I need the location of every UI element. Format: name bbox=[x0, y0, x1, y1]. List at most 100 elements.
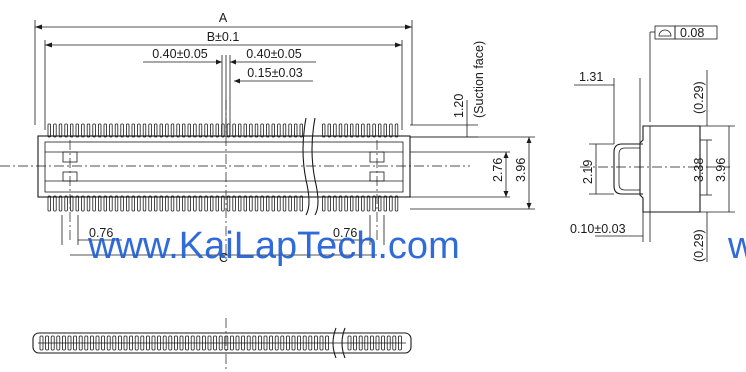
connector-pin bbox=[70, 123, 74, 138]
connector-pin bbox=[271, 123, 275, 138]
dim-label-2-19: 2.19 bbox=[581, 160, 595, 184]
upper-pin-row bbox=[47, 123, 399, 138]
connector-pin bbox=[159, 195, 163, 212]
connector-pin bbox=[271, 195, 275, 212]
connector-pin bbox=[53, 123, 57, 138]
flatness-value: 0.08 bbox=[680, 26, 704, 40]
connector-pin bbox=[364, 335, 369, 351]
connector-pin bbox=[204, 195, 208, 212]
connector-pin bbox=[98, 123, 102, 138]
connector-pin bbox=[349, 123, 354, 138]
connector-pin bbox=[193, 195, 197, 212]
connector-pin bbox=[288, 195, 292, 212]
connector-pin bbox=[198, 123, 203, 138]
connector-pin bbox=[215, 123, 219, 138]
connector-pin bbox=[372, 123, 376, 138]
connector-pin bbox=[366, 195, 371, 212]
connector-pin bbox=[70, 195, 74, 212]
connector-pin bbox=[397, 335, 402, 351]
connector-pin bbox=[131, 123, 135, 138]
connector-pin bbox=[249, 195, 253, 212]
connector-pin bbox=[86, 195, 91, 212]
dim-label-029-top: (0.29) bbox=[692, 81, 706, 114]
connector-pin bbox=[254, 195, 259, 212]
top-view: A B±0.1 0.40±0.05 0.40±0.05 0.15±0.03 bbox=[0, 11, 535, 265]
connector-pin bbox=[237, 195, 242, 212]
connector-pin bbox=[241, 335, 246, 351]
connector-pin bbox=[383, 123, 387, 138]
connector-pin bbox=[126, 195, 130, 212]
arrow-A-right bbox=[405, 24, 412, 30]
connector-pin bbox=[181, 195, 186, 212]
connector-pin bbox=[142, 123, 147, 138]
connector-pin bbox=[137, 195, 141, 212]
connector-pin bbox=[254, 123, 259, 138]
housing-inner bbox=[44, 141, 404, 193]
connector-pin bbox=[274, 335, 279, 351]
connector-pin bbox=[75, 123, 79, 138]
connector-pin bbox=[176, 123, 180, 138]
connector-pin bbox=[153, 123, 158, 138]
connector-pin bbox=[291, 335, 296, 351]
connector-pin bbox=[170, 123, 175, 138]
connector-pin bbox=[232, 195, 236, 212]
connector-pin bbox=[321, 123, 326, 138]
connector-pin bbox=[215, 195, 219, 212]
connector-pin bbox=[369, 335, 374, 351]
connector-pin bbox=[134, 335, 139, 351]
connector-pin bbox=[157, 335, 162, 351]
connector-pin bbox=[375, 335, 380, 351]
connector-pin bbox=[39, 335, 44, 351]
connector-pin bbox=[131, 195, 135, 212]
connector-pin bbox=[355, 195, 359, 212]
arrow-3-96-top bbox=[526, 137, 532, 143]
bottom-view-pin-row bbox=[39, 335, 402, 351]
connector-pin bbox=[198, 195, 203, 212]
connector-pin bbox=[114, 195, 119, 212]
connector-pin bbox=[45, 335, 49, 351]
connector-pin bbox=[187, 123, 191, 138]
connector-pin bbox=[142, 195, 147, 212]
connector-pin bbox=[392, 335, 397, 351]
connector-pin bbox=[168, 335, 173, 351]
connector-pin bbox=[353, 335, 358, 351]
arrow-3-96-bottom bbox=[526, 203, 532, 209]
dim-label-076-right: 0.76 bbox=[333, 226, 357, 240]
pitch-arrow-right bbox=[230, 59, 236, 65]
connector-pin bbox=[92, 123, 96, 138]
connector-pin bbox=[118, 335, 122, 351]
connector-pin bbox=[221, 123, 225, 138]
flatness-value-box bbox=[674, 25, 718, 40]
connector-pin bbox=[355, 123, 359, 138]
connector-pin bbox=[319, 335, 324, 351]
connector-pin bbox=[62, 335, 66, 351]
connector-pin bbox=[218, 335, 223, 351]
connector-pin bbox=[232, 123, 236, 138]
connector-pin bbox=[383, 195, 387, 212]
connector-pin bbox=[185, 335, 190, 351]
connector-pin bbox=[377, 195, 382, 212]
connector-pin bbox=[302, 335, 307, 351]
connector-pin bbox=[73, 335, 77, 351]
connector-pin bbox=[120, 195, 124, 212]
connector-pin bbox=[81, 123, 85, 138]
connector-pin bbox=[170, 195, 175, 212]
connector-pin bbox=[389, 123, 393, 138]
bottom-break-right bbox=[341, 327, 346, 359]
connector-pin bbox=[95, 335, 100, 351]
connector-pin bbox=[165, 123, 169, 138]
connector-pin bbox=[282, 195, 287, 212]
connector-pin bbox=[377, 123, 382, 138]
connector-pin bbox=[394, 123, 399, 138]
connector-pin bbox=[293, 195, 298, 212]
connector-pin bbox=[299, 195, 303, 212]
connector-pin bbox=[209, 123, 214, 138]
arrow-B-left bbox=[45, 42, 52, 48]
connector-pin bbox=[299, 123, 303, 138]
connector-pin bbox=[84, 335, 89, 351]
connector-pin bbox=[50, 335, 55, 351]
connector-pin bbox=[263, 335, 268, 351]
break-mark-right bbox=[311, 117, 319, 216]
connector-pin bbox=[179, 335, 184, 351]
connector-pin bbox=[297, 335, 302, 351]
